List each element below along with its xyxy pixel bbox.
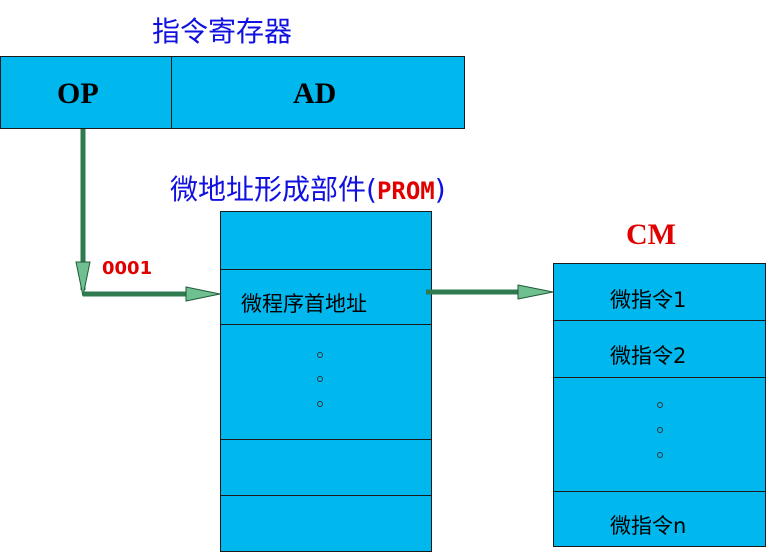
cm-ellipsis-dot-1: [657, 402, 663, 408]
prom-block: 微程序首地址: [220, 211, 432, 552]
cm-ellipsis-dot-2: [657, 427, 663, 433]
prom-title-paren-open: (: [366, 173, 377, 206]
op-field: OP: [57, 77, 99, 110]
prom-ellipsis-dot-3: [317, 401, 323, 407]
ad-field: AD: [293, 77, 337, 110]
cm-row-n: 微指令n: [610, 514, 687, 538]
arrow-prom-to-cm: [426, 284, 554, 300]
arrow-op-head-down: [75, 261, 91, 297]
cm-row-line-1: [554, 320, 765, 321]
code-label: 0001: [102, 258, 153, 279]
cm-ellipsis-dot-3: [657, 452, 663, 458]
cm-block: 微指令1 微指令2 微指令n: [553, 263, 766, 547]
prom-ellipsis-dot-2: [317, 376, 323, 382]
instruction-register: OP AD: [0, 56, 465, 129]
cm-title: CM: [626, 218, 676, 251]
prom-title: 微地址形成部件(PROM): [170, 168, 446, 208]
arrow-prom-head: [517, 284, 554, 300]
prom-row-line-4: [221, 495, 431, 496]
prom-row-line-2: [221, 324, 431, 325]
prom-row-line-3: [221, 439, 431, 440]
prom-row-label: 微程序首地址: [241, 292, 367, 316]
register-divider: [171, 57, 172, 128]
arrow-op-head-right: [185, 286, 221, 302]
cm-row-2: 微指令2: [610, 344, 687, 368]
cm-row-line-3: [554, 491, 765, 492]
prom-title-cn: 微地址形成部件: [170, 173, 367, 206]
prom-title-en: PROM: [376, 177, 435, 205]
arrow-op-to-prom: [75, 129, 221, 302]
cm-row-line-2: [554, 377, 765, 378]
cm-row-1: 微指令1: [610, 288, 687, 312]
instruction-register-title: 指令寄存器: [152, 15, 293, 48]
prom-row-line-1: [221, 269, 431, 270]
prom-ellipsis-dot-1: [317, 352, 323, 358]
prom-title-paren-close: ): [434, 173, 446, 206]
